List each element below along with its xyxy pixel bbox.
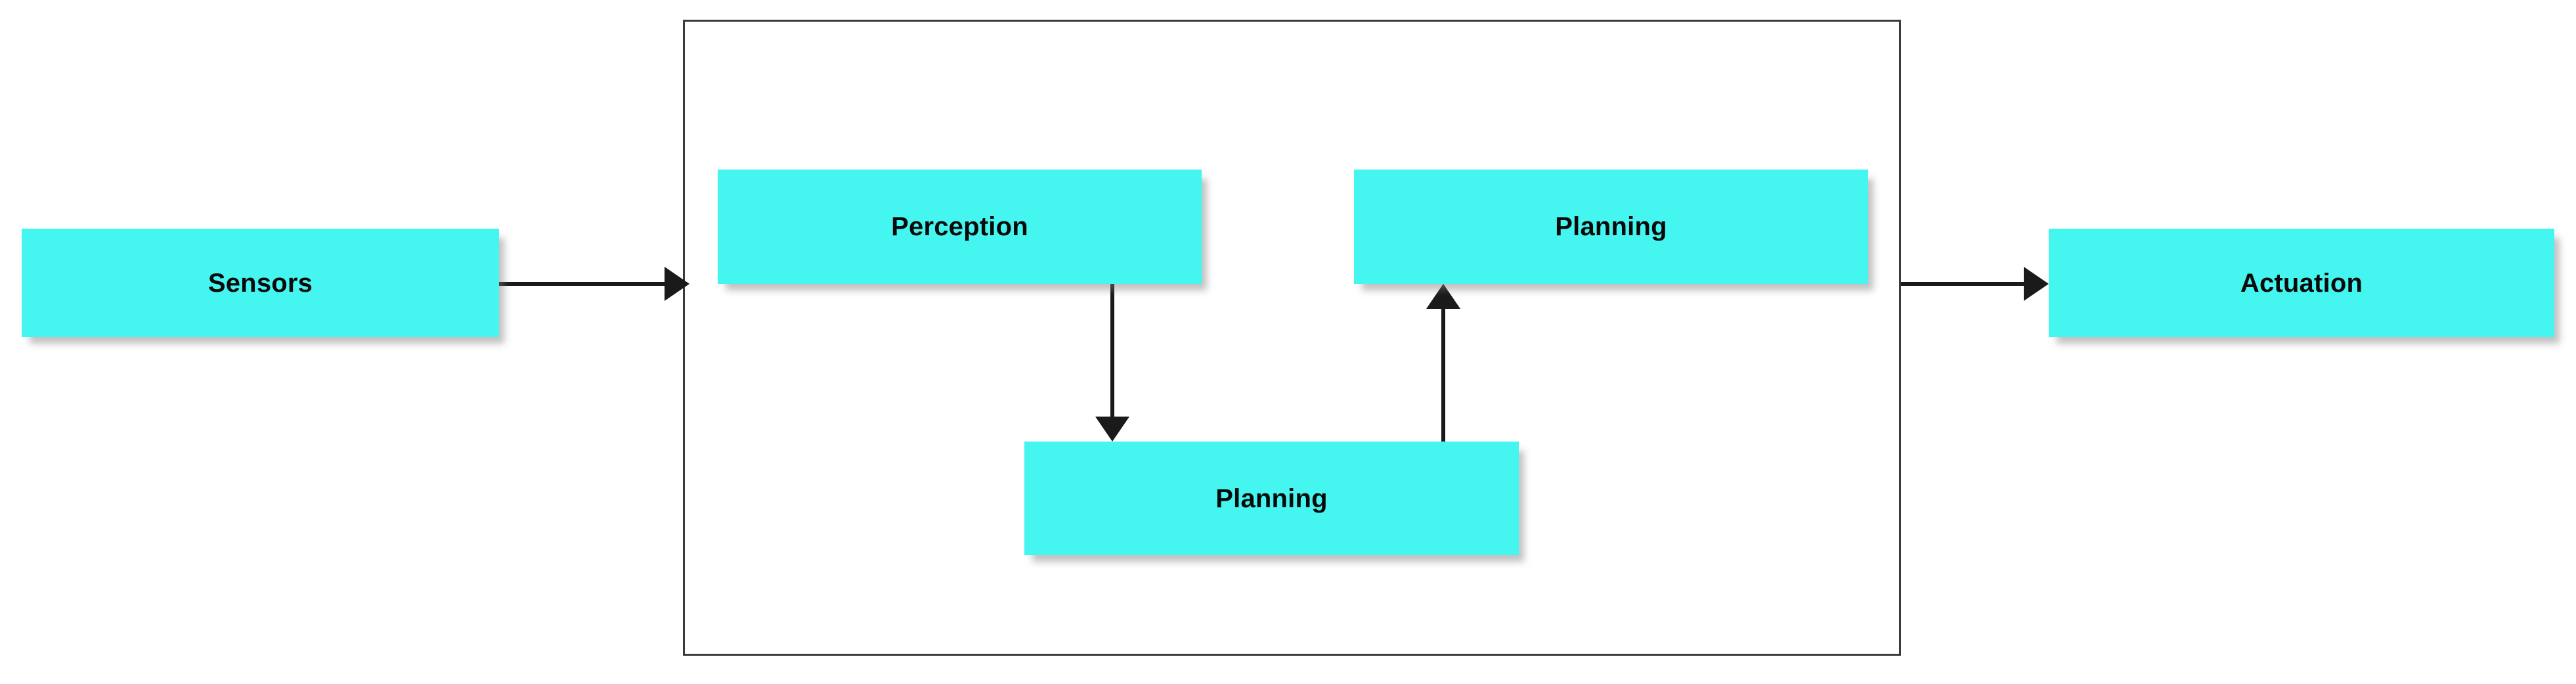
node-sensors[interactable]: Sensors (22, 229, 499, 337)
node-perception-label: Perception (891, 212, 1028, 241)
node-sensors-label: Sensors (207, 268, 313, 298)
arrowhead-up-icon-planning (1426, 284, 1460, 309)
connector-sensors-to-container (499, 282, 667, 286)
connector-perception-to-planning (1110, 284, 1114, 419)
node-planning-top-label: Planning (1555, 212, 1667, 241)
node-actuation[interactable]: Actuation (2049, 229, 2554, 337)
node-perception[interactable]: Perception (718, 170, 1202, 284)
node-actuation-label: Actuation (2240, 268, 2363, 298)
connector-container-to-actuation (1901, 282, 2026, 286)
node-planning-top[interactable]: Planning (1354, 170, 1868, 284)
node-planning-bottom[interactable]: Planning (1024, 442, 1519, 555)
arrowhead-right-icon-sensors (665, 267, 689, 301)
system-boundary-container (683, 20, 1901, 656)
arrowhead-right-icon-actuation (2024, 267, 2049, 301)
arrowhead-down-icon-perception (1095, 417, 1129, 442)
node-planning-bottom-label: Planning (1215, 484, 1328, 513)
connector-planning-to-planning (1441, 306, 1445, 442)
